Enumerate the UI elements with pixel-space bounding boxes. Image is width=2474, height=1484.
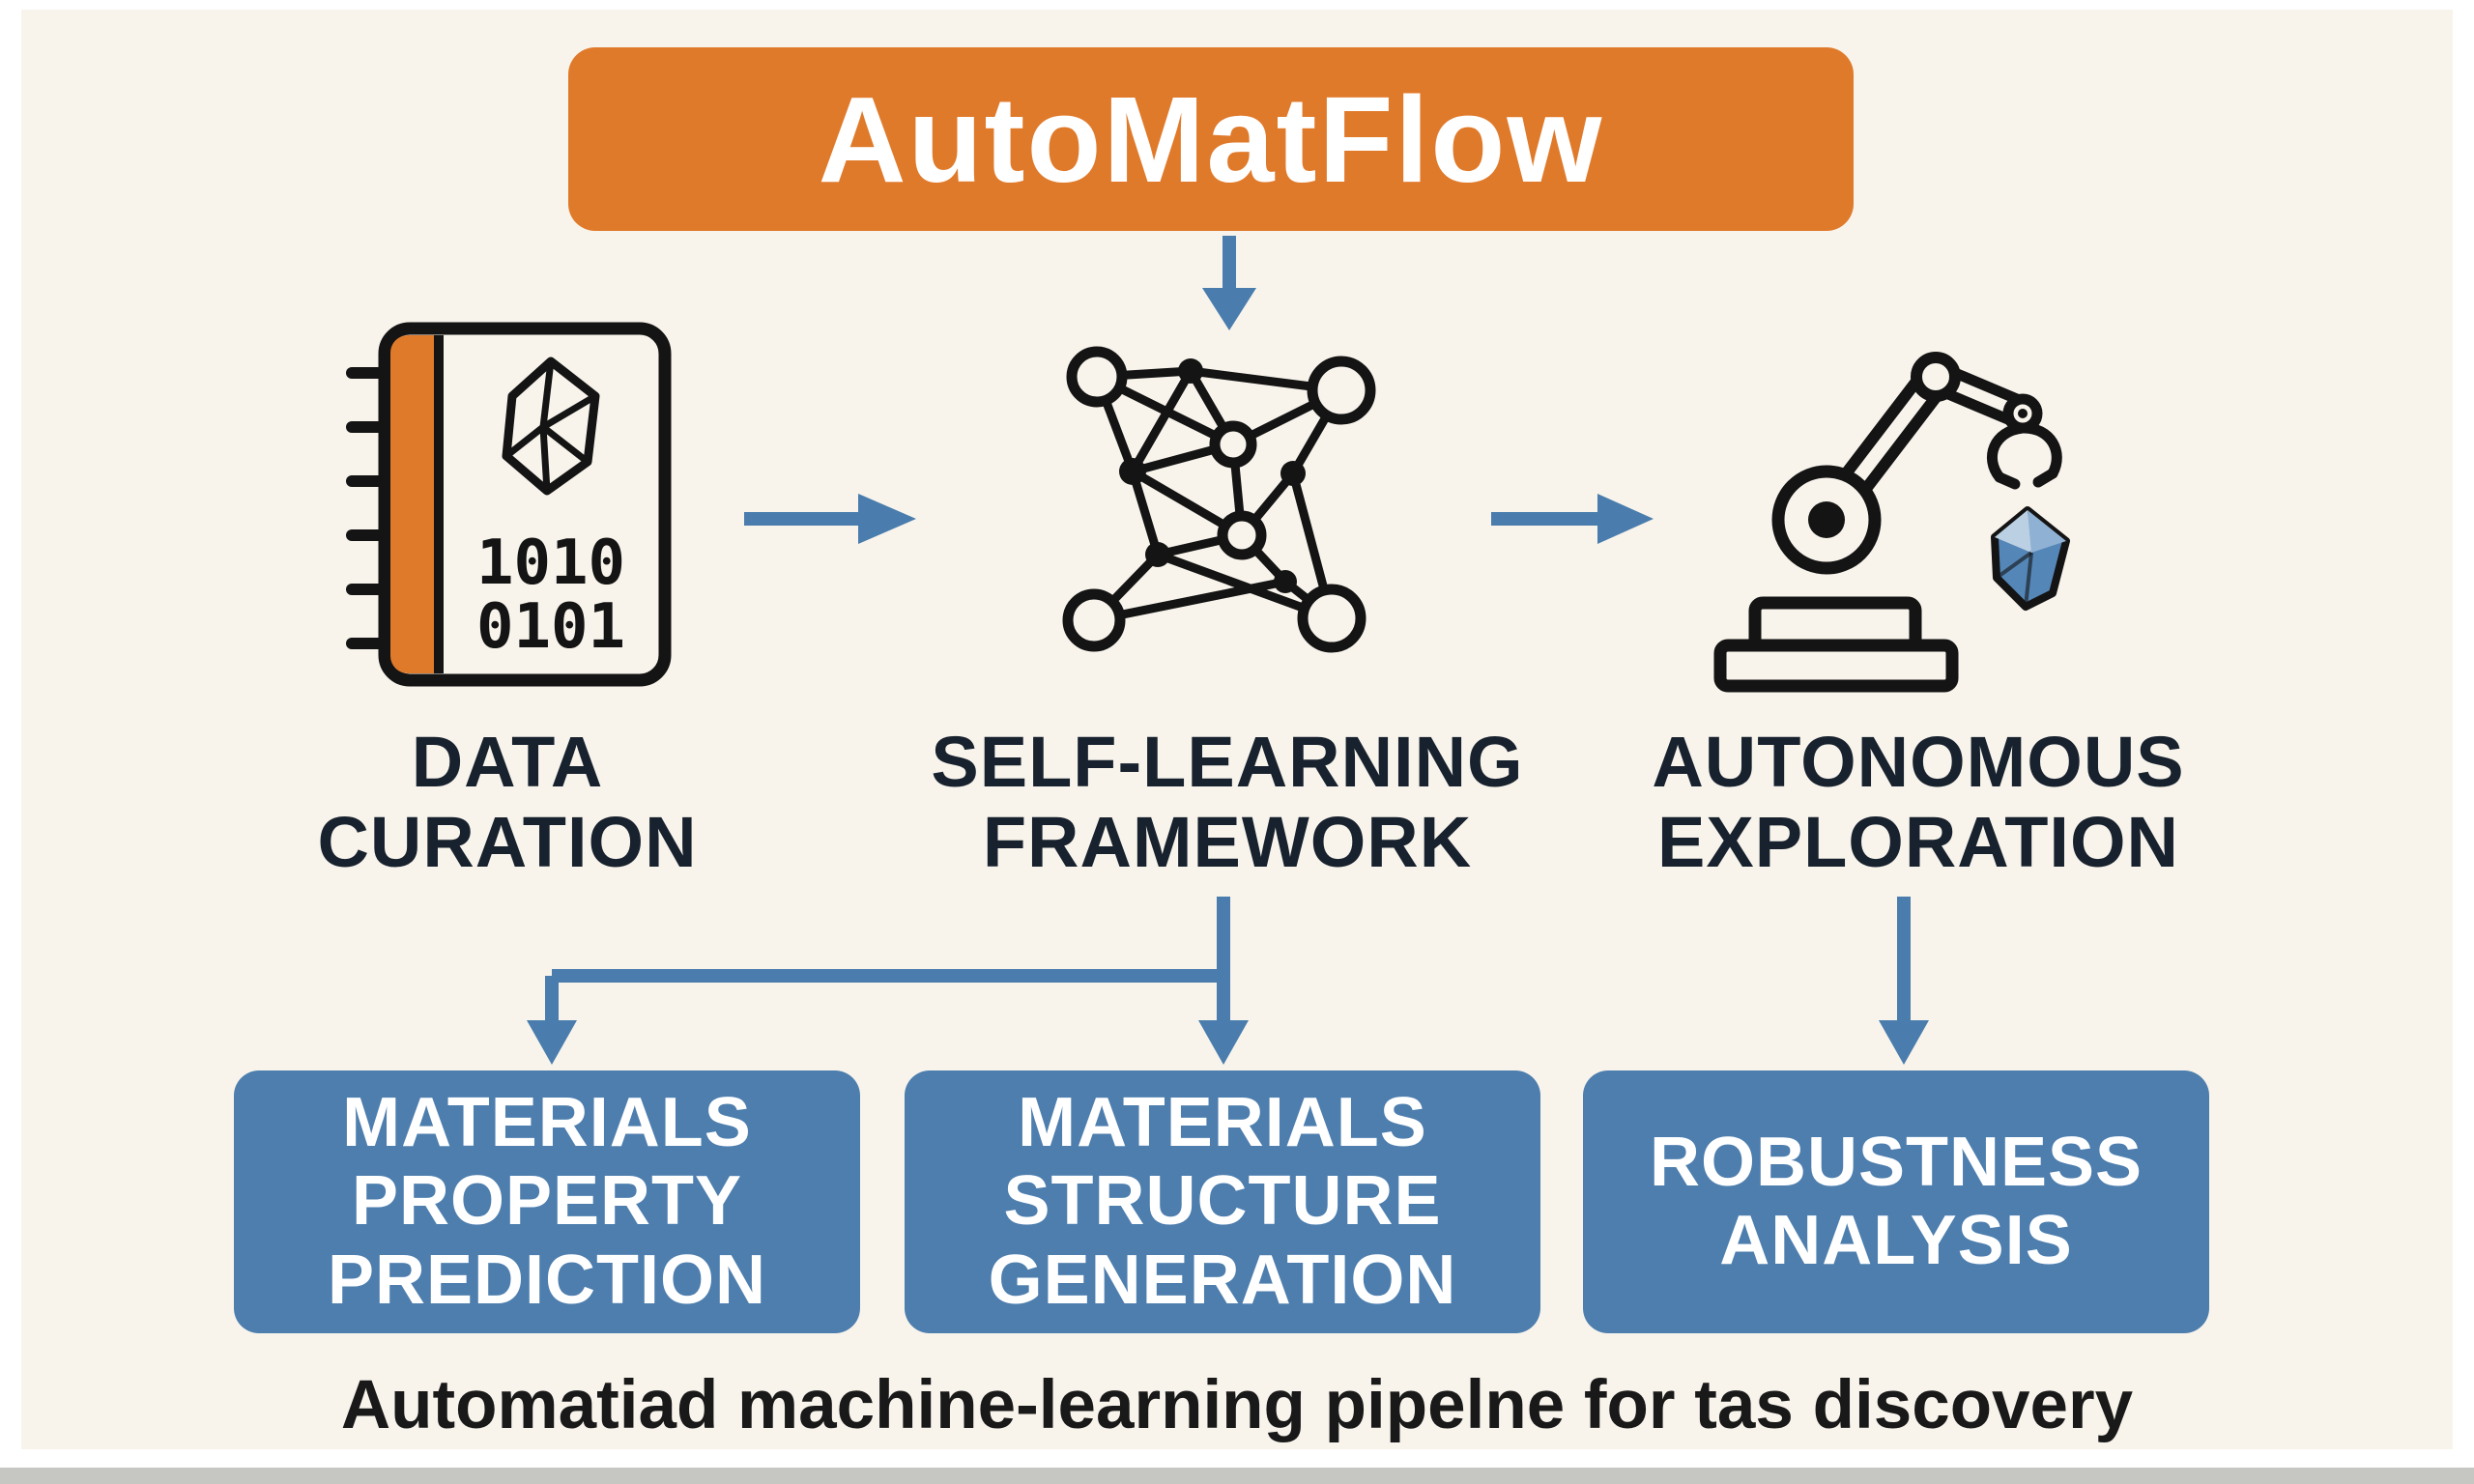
caption-text: Automatiad machine-learning pipelne for … <box>340 1367 2134 1443</box>
output-box-label: MATERIALS PROPERTY PREDICTION <box>327 1083 767 1319</box>
arrow-right-icon <box>744 494 916 544</box>
output-box-label: ROBUSTNESS ANALYSIS <box>1649 1123 2143 1279</box>
stage-label-self-learning-framework: SELF-LEARNING FRAMEWORK <box>931 722 1524 882</box>
neural-network-icon <box>1062 346 1376 653</box>
output-box-materials-structure-generation: MATERIALS STRUCTURE GENERATION <box>905 1070 1540 1333</box>
binder-ticks-icon <box>346 367 390 649</box>
crystal-icon <box>1991 506 2070 611</box>
notebook-binary-icon: 1010 0101 <box>346 322 672 687</box>
stage-label-data-curation: DATA CURATION <box>317 722 698 882</box>
page-title: AutoMatFlow <box>818 71 1604 208</box>
output-box-label: MATERIALS STRUCTURE GENERATION <box>988 1083 1457 1319</box>
output-box-materials-property-prediction: MATERIALS PROPERTY PREDICTION <box>234 1070 860 1333</box>
arrow-down-icon <box>1202 236 1256 330</box>
arrow-right-icon <box>1491 494 1654 544</box>
binary-text-line1: 1010 <box>476 528 625 599</box>
bottom-border-strip <box>0 1468 2474 1484</box>
gripper-icon <box>1986 422 2062 490</box>
crystal-outline-icon <box>502 357 600 496</box>
branch-arrows-icon <box>527 897 1929 1065</box>
output-box-robustness-analysis: ROBUSTNESS ANALYSIS <box>1583 1070 2209 1333</box>
binary-text-line2: 0101 <box>476 591 625 663</box>
stage-label-autonomous-exploration: AUTONOMOUS EXPLORATION <box>1652 722 2185 882</box>
robot-arm-crystal-icon <box>1713 352 2070 693</box>
title-banner: AutoMatFlow <box>568 47 1854 231</box>
